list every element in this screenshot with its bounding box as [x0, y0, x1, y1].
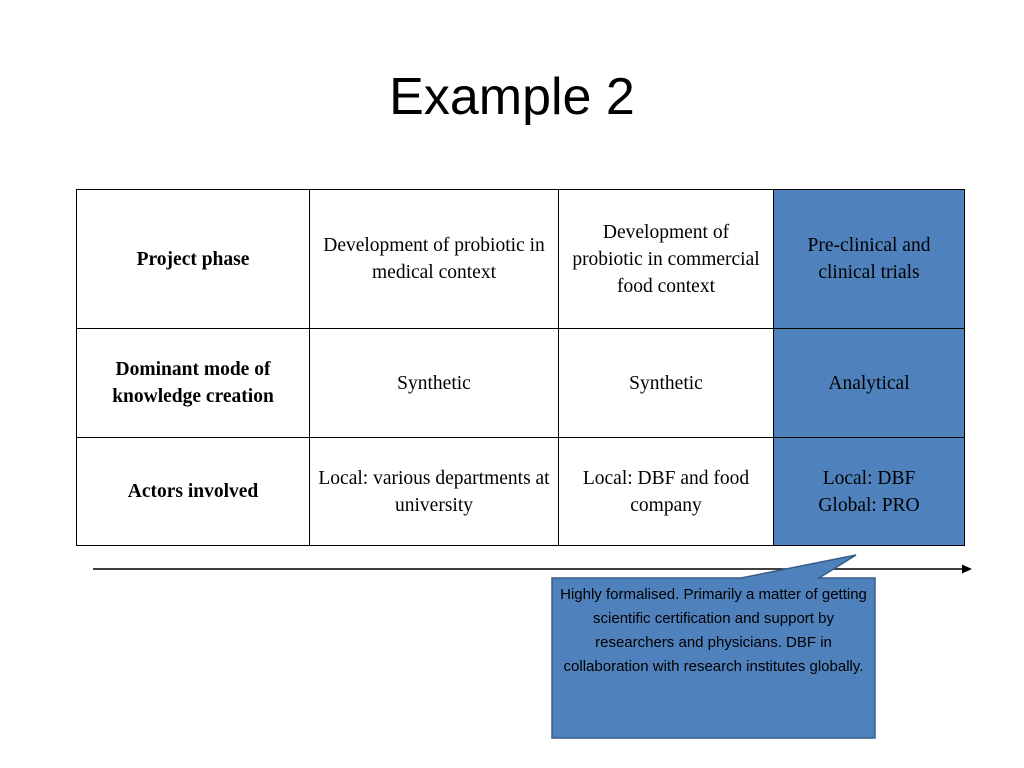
table-row-actors: Actors involved Local: various departmen… — [76, 437, 965, 546]
cell-mode-food: Synthetic — [558, 328, 774, 438]
project-phase-table: Project phase Development of probiotic i… — [76, 189, 965, 546]
row-header-project-phase: Project phase — [76, 189, 310, 329]
row-header-actors: Actors involved — [76, 437, 310, 546]
slide-title: Example 2 — [389, 68, 635, 126]
table-row-project-phase: Project phase Development of probiotic i… — [76, 189, 965, 329]
cell-clinical-trials: Pre-clinical and clinical trials — [773, 189, 965, 329]
callout-text: Highly formalised. Primarily a matter of… — [560, 586, 867, 675]
cell-actors-food: Local: DBF and food company — [558, 437, 774, 546]
cell-actors-medical: Local: various departments at university — [309, 437, 559, 546]
row-header-knowledge-mode: Dominant mode of knowledge creation — [76, 328, 310, 438]
cell-medical-development: Development of probiotic in medical cont… — [309, 189, 559, 329]
